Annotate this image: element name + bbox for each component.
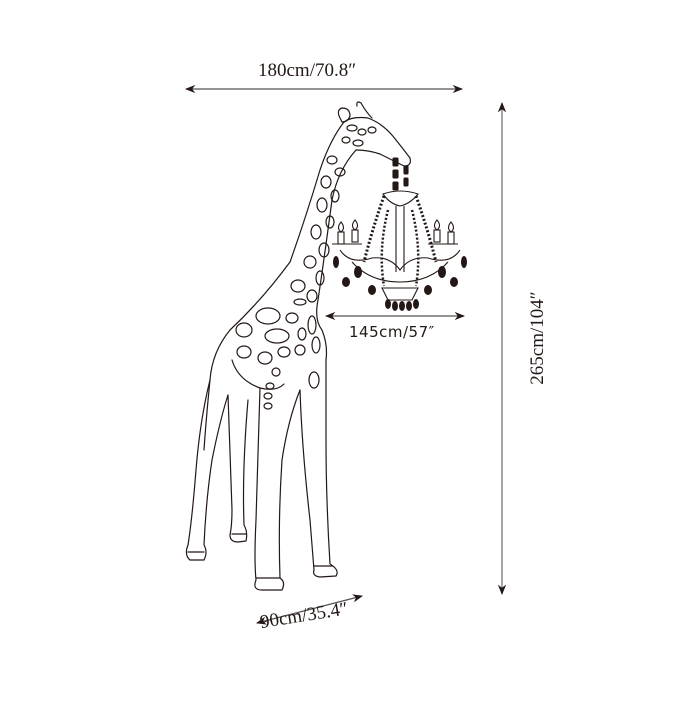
overall-height-label: 265cm/104″ bbox=[527, 291, 548, 385]
chandelier bbox=[332, 157, 467, 311]
overall-width-label: 180cm/70.8″ bbox=[258, 60, 357, 81]
candles bbox=[332, 219, 458, 245]
chandelier-width-label: 145cm/57″ bbox=[349, 323, 435, 341]
depth-dimension-arrow bbox=[255, 594, 364, 625]
